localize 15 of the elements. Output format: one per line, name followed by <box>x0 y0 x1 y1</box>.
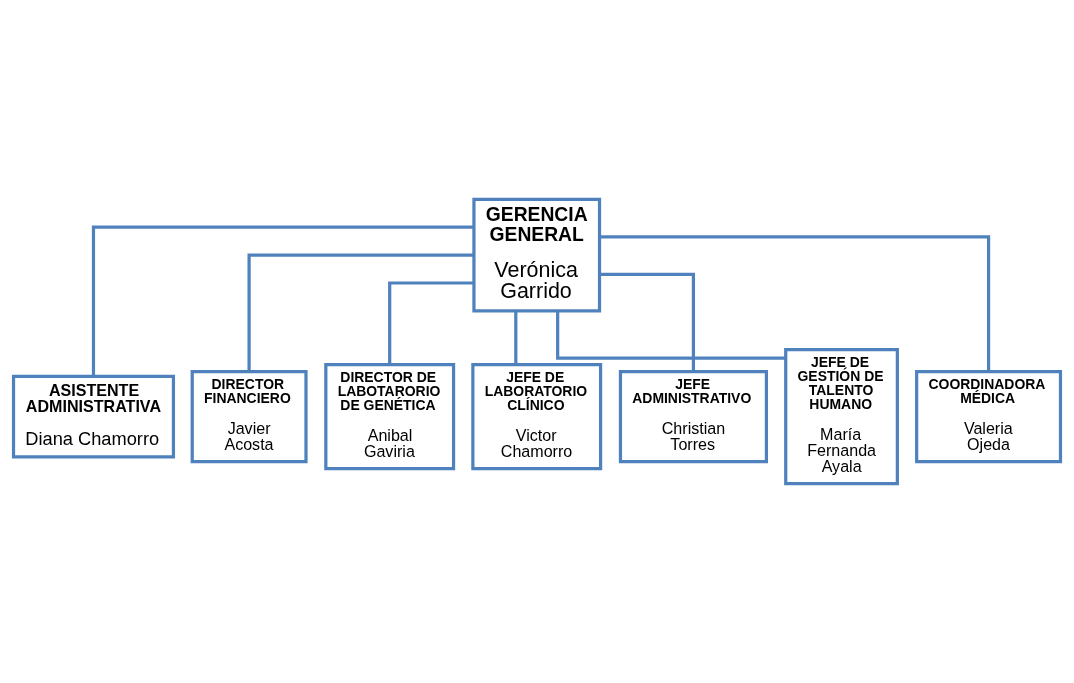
node-box: JEFE DE LABORATORIO CLÍNICO Victor Chamorro <box>471 362 603 471</box>
connector <box>514 311 518 365</box>
connector <box>599 235 991 372</box>
node-box: DIRECTOR FINANCIERO Javier Acosta <box>190 369 308 464</box>
connector <box>388 281 474 365</box>
node-box: JEFE ADMINISTRATIVO Christian Torres <box>618 369 768 464</box>
node-box: JEFE DE GESTIÓN DE TALENTO HUMANO María Fernanda Ayala <box>784 347 899 486</box>
node-box: GERENCIA GENERAL Verónica Garrido <box>472 197 602 313</box>
node-box: ASISTENTE ADMINISTRATIVA Diana Chamorro <box>11 374 176 459</box>
connector <box>247 253 474 372</box>
connector <box>599 272 696 372</box>
connector <box>91 225 474 376</box>
connector <box>556 311 786 360</box>
node-box: DIRECTOR DE LABOTARORIO DE GENÉTICA Anibal Gaviria <box>324 362 456 471</box>
node-box: COORDINADORA MÉDICA Valeria Ojeda <box>915 369 1063 464</box>
